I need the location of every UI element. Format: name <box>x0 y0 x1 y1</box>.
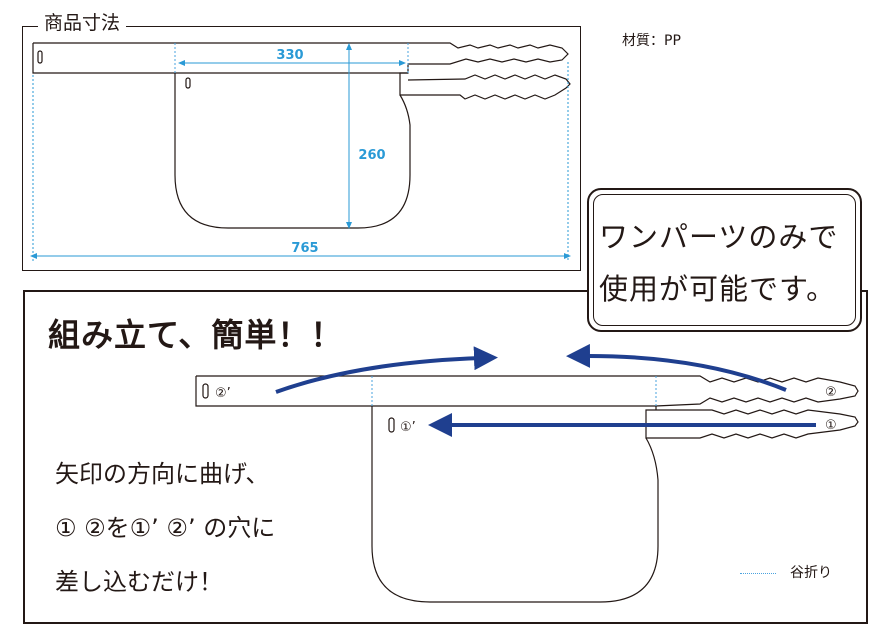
bottom-product-outline <box>195 375 859 603</box>
instruction-line-3: 差し込むだけ！ <box>55 568 223 596</box>
dimensions-title: 商品寸法 <box>38 8 127 35</box>
instruction-line-2: ① ②を①’ ②’ の穴に <box>55 514 276 542</box>
dimension-width-total: 765 <box>291 241 318 256</box>
fold-legend-label: 谷折り <box>790 565 832 581</box>
top-product-outline <box>32 42 571 229</box>
slot-1-mark: ①’ <box>400 420 416 435</box>
callout-line-2: 使用が可能です。 <box>599 272 837 306</box>
slot-2-mark: ②’ <box>215 386 231 401</box>
assembly-panel <box>23 290 868 624</box>
callout-line-1: ワンパーツのみで <box>599 220 839 254</box>
material-label: 材質：PP <box>622 33 681 49</box>
tab-1-mark: ① <box>825 418 837 433</box>
dimension-height: 260 <box>358 148 385 163</box>
instruction-line-1: 矢印の方向に曲げ、 <box>55 460 270 488</box>
dimensions-panel <box>22 26 581 271</box>
dimension-lines <box>30 43 571 262</box>
fold-legend-line <box>740 573 776 574</box>
dimension-width-top: 330 <box>276 48 303 63</box>
tab-2-mark: ② <box>825 385 837 400</box>
callout-inner-border <box>593 194 856 326</box>
callout-box: ワンパーツのみで 使用が可能です。 <box>587 188 862 332</box>
assembly-arrows <box>275 343 816 437</box>
assembly-headline: 組み立て、簡単！！ <box>48 316 344 354</box>
